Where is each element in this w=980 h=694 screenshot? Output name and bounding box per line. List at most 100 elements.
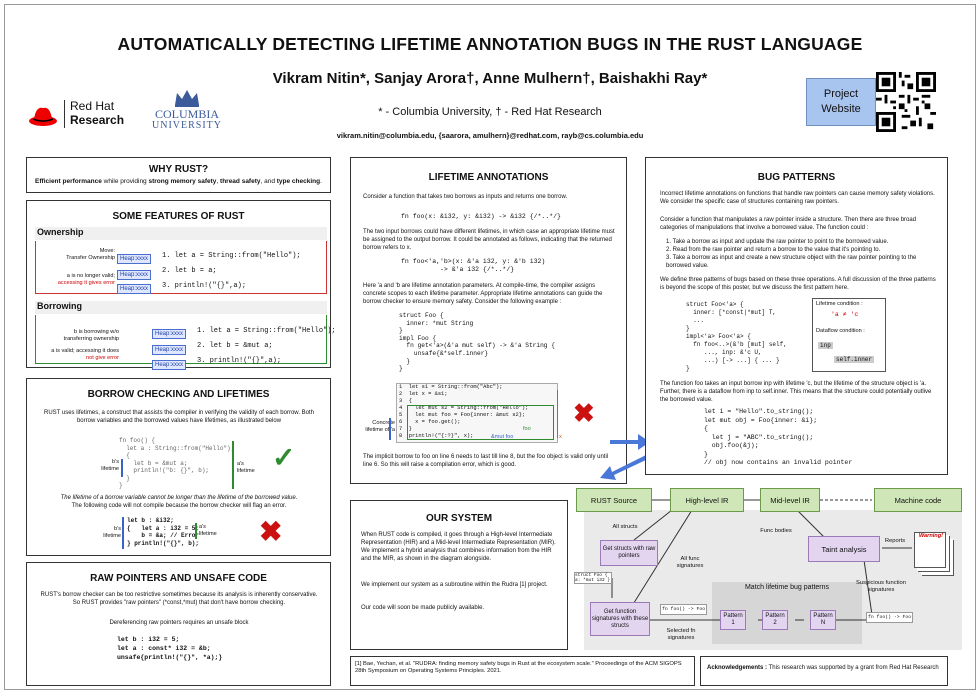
- machine-code-node: Machine code: [874, 488, 962, 512]
- high-ir-node: High-level IR: [670, 488, 744, 512]
- ownership-label-invalid: a is no longer valid;accessing it gives …: [57, 273, 115, 286]
- why-rust-panel: WHY RUST? Efficient performance while pr…: [26, 157, 331, 193]
- borrow-checking-panel: BORROW CHECKING AND LIFETIMES RUST uses …: [26, 378, 331, 556]
- emails: vikram.nitin@columbia.edu, {saarora, amu…: [336, 131, 644, 140]
- bp-p4: The function foo takes an input borrow i…: [660, 381, 932, 403]
- redhat-hat-icon: [29, 107, 57, 126]
- features-panel: SOME FEATURES OF RUST Ownership Move:Tra…: [26, 200, 336, 371]
- la-code4: 1 let s1 = String::from("Abc"); 2 let x …: [399, 384, 529, 439]
- bp-p1: Incorrect lifetime annotations on functi…: [660, 191, 935, 205]
- bug-patterns-title: BUG PATTERNS: [757, 172, 836, 183]
- columbia-logo: COLUMBIA UNIVERSITY: [142, 88, 232, 140]
- arrow-down-left-icon: [600, 454, 650, 480]
- b-lifetime-label-2: b's lifetime: [103, 526, 121, 539]
- borrowing-heading: Borrowing: [35, 301, 327, 314]
- raw-pointers-code: let b : i32 = 5; let a : const* i32 = &b…: [117, 636, 223, 661]
- redhat-logo: Red Hat Research: [28, 98, 138, 132]
- struct-foo-snippet: struct Foo { a: *mut i32 }: [574, 572, 612, 584]
- heap-box-1: Heap:xxxx: [117, 247, 152, 265]
- bug-patterns-panel: BUG PATTERNS Incorrect lifetime annotati…: [645, 157, 948, 475]
- lifetime-condition-label: Lifetime condition :: [816, 301, 863, 307]
- our-system-p2: We implement our system as a subroutine …: [361, 582, 548, 588]
- lifetime-rule-2: The following code will not compile beca…: [71, 503, 287, 509]
- taint-analysis-node: Taint analysis: [808, 536, 880, 562]
- features-title: SOME FEATURES OF RUST: [112, 211, 245, 222]
- our-system-panel: OUR SYSTEM When RUST code is compiled, i…: [350, 500, 568, 650]
- affiliations: * - Columbia University, † - Red Hat Res…: [378, 106, 602, 118]
- bp-code1: struct Foo<'a> { inner: [*const|*mut] T,…: [686, 301, 787, 372]
- arrow-right-icon: [610, 434, 650, 450]
- redhat-name: Red Hat: [70, 99, 115, 113]
- borrow-checking-title: BORROW CHECKING AND LIFETIMES: [87, 389, 270, 400]
- warning-doc: Warning!: [914, 532, 946, 568]
- heap-box-4: Heap:xxxx: [152, 322, 187, 340]
- concrete-lifetime-label: Concrete lifetime of 'a: [365, 420, 395, 433]
- lifetime-annotations-panel: LIFETIME ANNOTATIONS Consider a function…: [350, 157, 627, 484]
- checkmark-icon: ✓: [272, 442, 296, 473]
- raw-pointers-text: RUST's borrow checker can be too restric…: [40, 592, 318, 606]
- project-line-2: Website: [821, 103, 861, 115]
- selected-label: Selected fn signatures: [666, 628, 696, 641]
- foo-lifetime-label: foo: [523, 426, 531, 432]
- mutfoo-lifetime-label: &mut foo: [491, 434, 514, 440]
- heap-box-2: Heap:xxxx: [117, 263, 152, 281]
- qr-code-icon[interactable]: [876, 72, 936, 132]
- ownership-heading: Ownership: [35, 227, 327, 240]
- bp-p2: Consider a function that manipulates a r…: [660, 217, 917, 231]
- la-code1: fn foo(x: &i32, y: &i32) -> &i32 {/*..*/…: [401, 213, 561, 220]
- borrowing-code: 1. let a = String::from("Hello");2. let …: [197, 327, 336, 365]
- ownership-code: 1. let a = String::from("Hello");2. let …: [162, 252, 301, 290]
- cross-icon-2: ✖: [573, 398, 595, 428]
- la-p3: Here 'a and 'b are lifetime annotation p…: [363, 283, 603, 305]
- acknowledgements-panel: Acknowledgements : This research was sup…: [700, 656, 948, 686]
- why-rust-title: WHY RUST?: [148, 164, 209, 175]
- la-p4: The implicit borrow to foo on line 6 nee…: [363, 454, 609, 468]
- project-website-link[interactable]: Project Website: [806, 78, 876, 126]
- fn-foo-snippet: fn foo() -> Foo: [660, 604, 708, 615]
- la-code2: fn foo<'a,'b>(x: &'a i32, y: &'b i32) ->…: [401, 258, 546, 273]
- suspicious-label: Suspicious function signatures: [856, 580, 906, 593]
- la-p2: The two input borrows could have differe…: [363, 229, 615, 251]
- poster-border: [4, 4, 976, 690]
- raw-pointers-deref: Dereferencing raw pointers requires an u…: [109, 620, 249, 626]
- lifetime-rule: The lifetime of a borrow variable cannot…: [60, 495, 298, 501]
- rust-source-node: RUST Source: [576, 488, 652, 512]
- bp-item-2: 2. Read from the raw pointer and return …: [666, 247, 881, 253]
- mid-ir-node: Mid-level IR: [760, 488, 820, 512]
- cross-icon: ✖: [259, 516, 283, 547]
- raw-pointers-panel: RAW POINTERS AND UNSAFE CODE RUST's borr…: [26, 562, 331, 686]
- bp-code2: let i = "Hello".to_string(); let mut obj…: [704, 408, 853, 466]
- system-diagram: RUST Source High-level IR Mid-level IR M…: [572, 480, 972, 652]
- a-lifetime-label-2: a's lifetime: [199, 524, 217, 537]
- pattern-1-node: Pattern 1: [720, 610, 746, 630]
- why-rust-text: Efficient performance while providing st…: [35, 178, 322, 185]
- fn-foo-snippet-suspicious: fn foo() -> Foo: [866, 612, 914, 623]
- our-system-p3: Our code will soon be made publicly avai…: [361, 605, 485, 611]
- all-structs-label: All structs: [612, 524, 638, 530]
- warning-text: Warning!: [918, 533, 943, 539]
- a-lifetime-label: a's lifetime: [237, 461, 255, 474]
- borrow-checking-intro: RUST uses lifetimes, a construct that as…: [43, 410, 314, 424]
- bp-item-3: 3. Take a borrow as input and create a n…: [666, 255, 917, 269]
- our-system-title: OUR SYSTEM: [425, 513, 493, 524]
- heap-box-6: Heap:xxxx: [152, 353, 187, 371]
- pattern-n-node: Pattern N: [810, 610, 836, 630]
- poster-title: AUTOMATICALLY DETECTING LIFETIME ANNOTAT…: [117, 34, 863, 54]
- our-system-p1: When RUST code is compiled, it goes thro…: [361, 532, 556, 562]
- heap-box-3: Heap:xxxx: [117, 277, 152, 295]
- references-panel: [1] Bae, Yechan, et al. "RUDRA: finding …: [350, 656, 695, 686]
- ownership-label-move: Move:Transfer Ownership: [66, 248, 115, 261]
- func-bodies-label: Func bodies: [760, 528, 792, 534]
- crown-icon: [175, 90, 199, 107]
- reports-label: Reports: [884, 538, 906, 544]
- la-code3: struct Foo { inner: *mut String } impl F…: [399, 312, 555, 373]
- bp-p3: We define three patterns of bugs based o…: [660, 277, 936, 291]
- lifetime-condition-value: 'a ≠ 'c: [831, 311, 859, 318]
- la-p1: Consider a function that takes two borro…: [363, 194, 568, 200]
- inp-node: inp: [818, 342, 833, 349]
- bp-item-1: 1. Take a borrow as input and update the…: [666, 239, 889, 245]
- redhat-research: Research: [70, 113, 125, 127]
- all-func-sig-label: All func signatures: [676, 556, 704, 569]
